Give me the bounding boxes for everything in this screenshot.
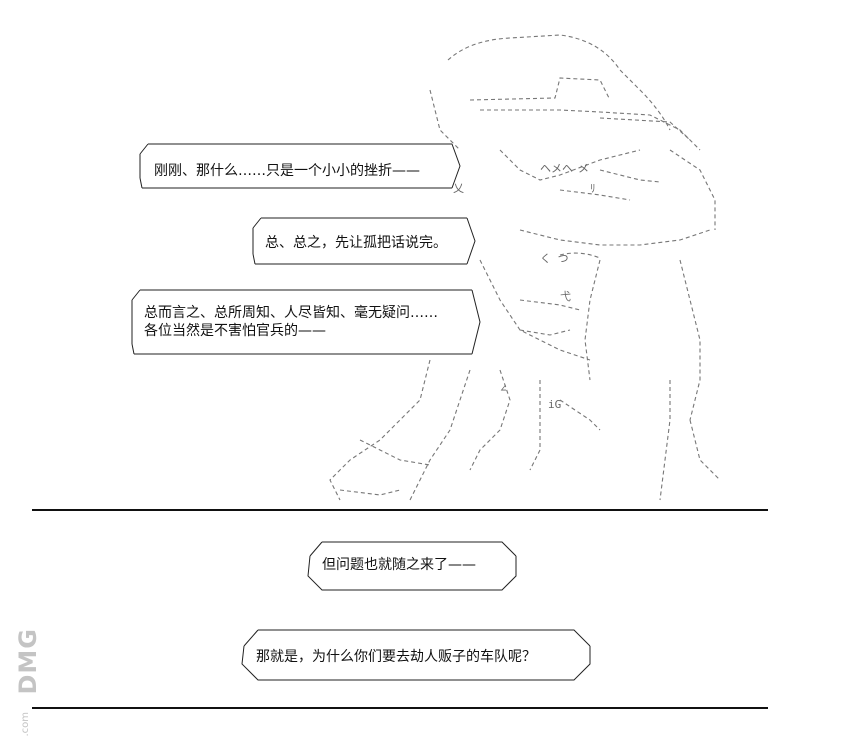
art-glyph-angle: ∠ [500, 382, 507, 395]
speech-bubble-4: 但问题也就随之来了—— [304, 540, 520, 592]
art-glyph-ig: iG [548, 398, 561, 411]
divider-top [32, 509, 768, 511]
bubble-frame [139, 143, 461, 189]
bubble-text-5: 那就是，为什么你们要去劫人贩子的车队呢？ [256, 649, 536, 665]
speech-bubble-1: 刚刚、那什么……只是一个小小的挫折—— [132, 138, 462, 194]
bubble-frame [241, 629, 591, 681]
art-glyph-shiki: 弋 [560, 290, 571, 303]
bubble-frame [307, 541, 517, 591]
art-glyph-kutsu: く つ [540, 252, 569, 265]
speech-bubble-3: 总而言之、总所周知、人尽皆知、毫无疑问…… 各位当然是不害怕官兵的—— [124, 284, 482, 360]
bubble-text-4: 但问题也就随之来了—— [322, 557, 476, 573]
art-glyph-me: メ [578, 162, 589, 175]
art-glyph-gai: 乂 [453, 182, 464, 195]
bubble-frame [131, 289, 481, 355]
bubble-frame [252, 217, 476, 265]
bubble-text-3a: 总而言之、总所周知、人尽皆知、毫无疑问…… [144, 305, 438, 321]
divider-bottom [32, 707, 768, 709]
art-glyph-hemehe: ヘメヘ [540, 162, 573, 175]
speech-bubble-2: 总、总之，先让孤把话说完。 [245, 212, 477, 270]
bubble-text-1: 刚刚、那什么……只是一个小小的挫折—— [154, 163, 420, 179]
watermark-brand: DMG [14, 628, 42, 695]
site-watermark: DMG .com [8, 628, 42, 740]
speech-bubble-5: 那就是，为什么你们要去劫人贩子的车队呢？ [238, 628, 594, 682]
watermark-suffix: .com [20, 712, 31, 737]
bubble-text-3b: 各位当然是不害怕官兵的—— [144, 323, 326, 339]
art-glyph-ri: ﾘ [590, 182, 596, 195]
bubble-text-2: 总、总之，先让孤把话说完。 [265, 235, 447, 251]
